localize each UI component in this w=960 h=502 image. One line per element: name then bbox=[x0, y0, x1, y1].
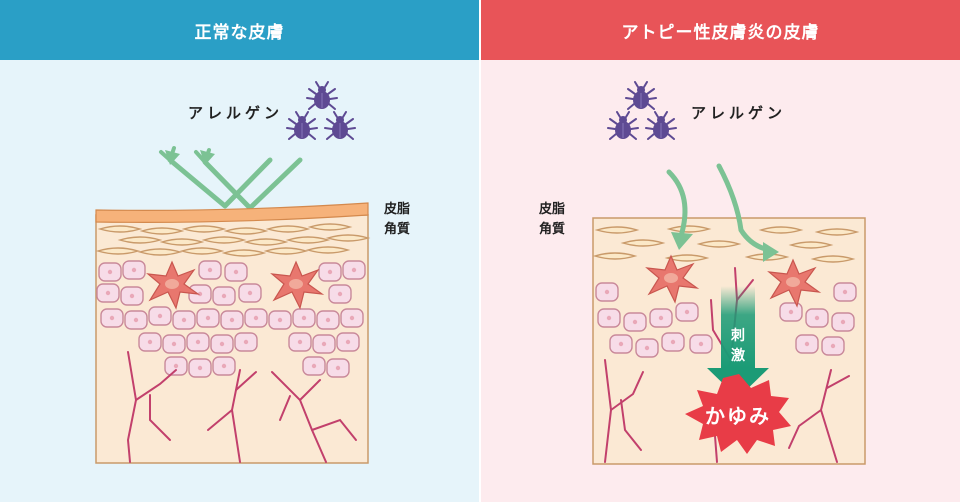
itch-label: かゆみ bbox=[705, 404, 771, 428]
mite-icon bbox=[324, 111, 356, 140]
atopic-skin-title: アトピー性皮膚炎の皮膚 bbox=[481, 0, 960, 60]
mite-icon bbox=[645, 111, 677, 140]
sebum-layer bbox=[95, 202, 369, 223]
skin-block bbox=[95, 202, 369, 464]
sebum-label: 皮脂 bbox=[384, 202, 411, 217]
stimulus-label: 刺 激 bbox=[731, 328, 745, 364]
reflect-arrowhead bbox=[200, 150, 215, 165]
reflect-arrow-icon bbox=[159, 146, 303, 211]
allergen-label: アレルゲン bbox=[188, 104, 284, 122]
atopic-skin-panel: アトピー性皮膚炎の皮膚 bbox=[481, 0, 960, 502]
mite-icon bbox=[286, 111, 318, 140]
penetration-arrowhead bbox=[671, 232, 693, 250]
atopic-skin-illustration bbox=[592, 81, 866, 465]
penetration-arrowhead bbox=[763, 242, 779, 262]
mite-icon bbox=[625, 81, 657, 110]
nerve-fibers bbox=[126, 351, 357, 463]
mite-icon bbox=[607, 111, 639, 140]
itch-burst-icon bbox=[685, 374, 791, 454]
stratum-label: 角質 bbox=[384, 222, 411, 237]
sebum-label: 皮脂 bbox=[539, 202, 566, 217]
layer-labels: 皮脂 角質 bbox=[539, 200, 565, 240]
mite-icon bbox=[306, 81, 338, 110]
normal-skin-title: 正常な皮膚 bbox=[0, 0, 479, 60]
layer-labels: 皮脂 角質 bbox=[384, 200, 410, 240]
stratum-corneum bbox=[97, 223, 369, 257]
normal-skin-panel: 正常な皮膚 bbox=[0, 0, 479, 502]
allergen-label: アレルゲン bbox=[691, 104, 787, 122]
stratum-label: 角質 bbox=[539, 222, 566, 237]
normal-skin-illustration bbox=[95, 81, 369, 464]
penetration-arrow-icon bbox=[666, 163, 772, 253]
reflect-arrowhead bbox=[165, 150, 180, 165]
